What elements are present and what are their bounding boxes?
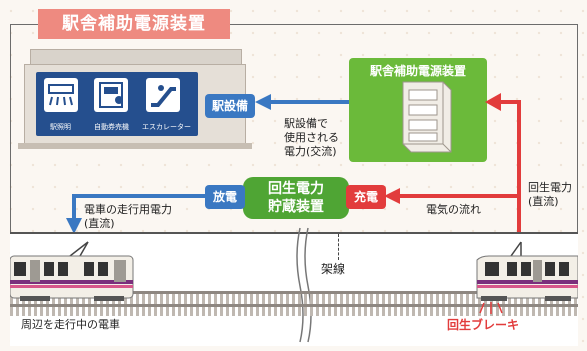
storage-device: 回生電力 貯蔵装置 xyxy=(243,177,349,219)
rail-bottom xyxy=(10,304,578,307)
power-unit-icon xyxy=(402,81,452,153)
sign-caption-ticket: 自動券売機 xyxy=(94,123,129,131)
light-icon xyxy=(44,78,78,112)
right-train xyxy=(476,241,578,301)
regen-power-text: 回生電力 (直流) xyxy=(528,181,572,208)
rail-top xyxy=(10,291,578,294)
regen-to-aux-arrow xyxy=(485,93,521,252)
charge-label: 充電 xyxy=(346,185,386,209)
overhead-line xyxy=(10,232,578,234)
overhead-line-label: 架線 xyxy=(321,262,346,276)
nearby-train-label: 周辺を走行中の電車 xyxy=(21,318,120,331)
train-power-text: 電車の走行用電力 (直流) xyxy=(84,203,172,230)
regen-brake-label: 回生ブレーキ xyxy=(447,318,520,332)
overhead-leader xyxy=(338,234,339,260)
ballast-bottom xyxy=(10,304,578,316)
discharge-label: 放電 xyxy=(205,185,245,209)
station-equipment-label: 駅設備 xyxy=(205,94,255,118)
brake-spark-icon xyxy=(479,302,503,314)
power-flow-text: 電気の流れ xyxy=(426,203,481,216)
escalator-icon-svg xyxy=(151,85,176,107)
sign-caption-lighting: 駅照明 xyxy=(50,123,71,131)
ticket-machine-icon-svg xyxy=(99,82,123,108)
line-break-mark xyxy=(296,227,312,343)
used-power-text: 駅設備で 使用される 電力(交流) xyxy=(284,117,339,158)
diagram-title: 駅舎補助電源装置 xyxy=(38,9,230,39)
ballast-top xyxy=(10,292,578,304)
aux-power-title: 駅舎補助電源装置 xyxy=(369,64,466,78)
station-platform xyxy=(18,143,252,149)
escalator-icon xyxy=(146,78,180,112)
sign-caption-escalator: エスカレーター xyxy=(142,123,191,131)
light-icon-svg xyxy=(48,84,74,106)
discharge-arrow xyxy=(66,194,206,234)
charge-arrow xyxy=(384,188,520,204)
left-train xyxy=(10,241,134,301)
aux-to-station-arrow xyxy=(255,94,349,110)
ticket-machine-icon xyxy=(94,78,128,112)
station-signboard: 駅照明 自動券売機 エスカレーター xyxy=(36,72,198,136)
